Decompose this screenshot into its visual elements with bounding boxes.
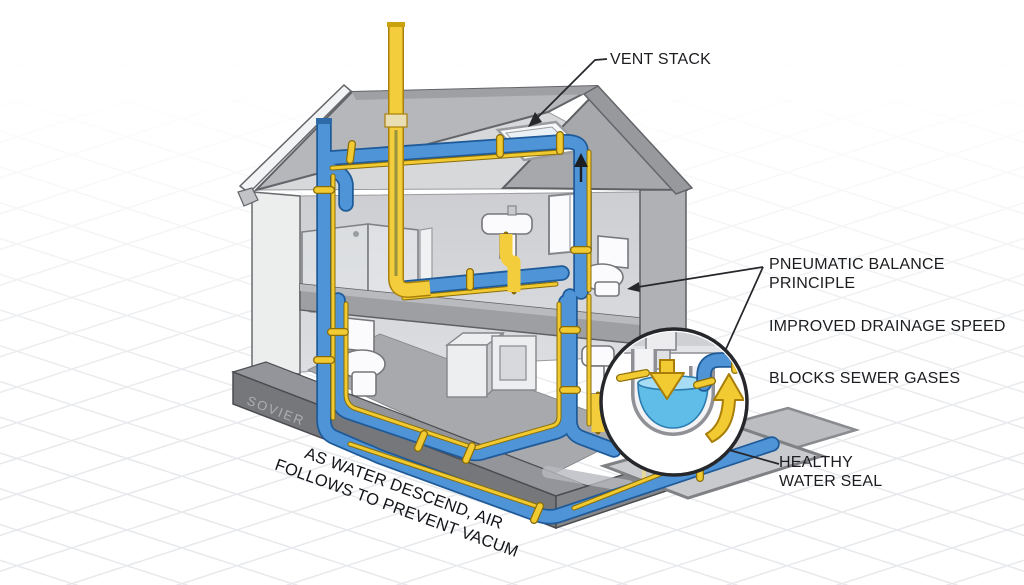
toilet-lower [338,317,386,397]
stack-cap [387,22,405,27]
washer-units [444,331,537,398]
pneumatic-balance-label: PNEUMATIC BALANCE PRINCIPLE [769,255,945,293]
up-air-swoosh-arrow-icon [705,373,744,443]
rake-band [582,85,694,195]
gutter-tip [237,187,259,207]
gray-drain-stub [542,466,634,492]
airflow-up-arrow-icon [574,153,588,182]
healthy-line1: HEALTHY [779,454,854,471]
leader-lines [528,58,780,465]
shower-head-icon [353,231,359,237]
down-flow-arrow-icon [649,359,685,400]
pneumatic-line2: PRINCIPLE [769,275,856,292]
left-wall-cut [251,191,301,375]
pneumatic-line1: PNEUMATIC BALANCE [769,256,945,273]
vent-stack-leader [533,58,608,122]
pneumatic-leader-a [637,266,764,288]
vent-stack-label: VENT STACK [610,51,711,68]
healthy-line2: WATER SEAL [779,473,883,490]
ptrap-inset [599,327,749,477]
pneumatic-leader-arrow-icon [627,282,640,292]
pneumatic-leader-b [725,266,764,350]
faucet-icon [507,205,517,216]
vent-stack-pipe [384,22,598,432]
toilet-upper [580,235,629,297]
stack-flashing [384,113,408,128]
ridge-trim [352,86,602,100]
healthy-water-seal-label: HEALTHY WATER SEAL [779,453,882,491]
healthy-leader [728,449,780,465]
improved-drainage-label: IMPROVED DRAINAGE SPEED [769,318,1006,335]
blocks-sewer-label: BLOCKS SEWER GASES [769,370,961,387]
vent-leader-arrow-icon [528,112,542,127]
left-pipe-cap [316,118,332,124]
